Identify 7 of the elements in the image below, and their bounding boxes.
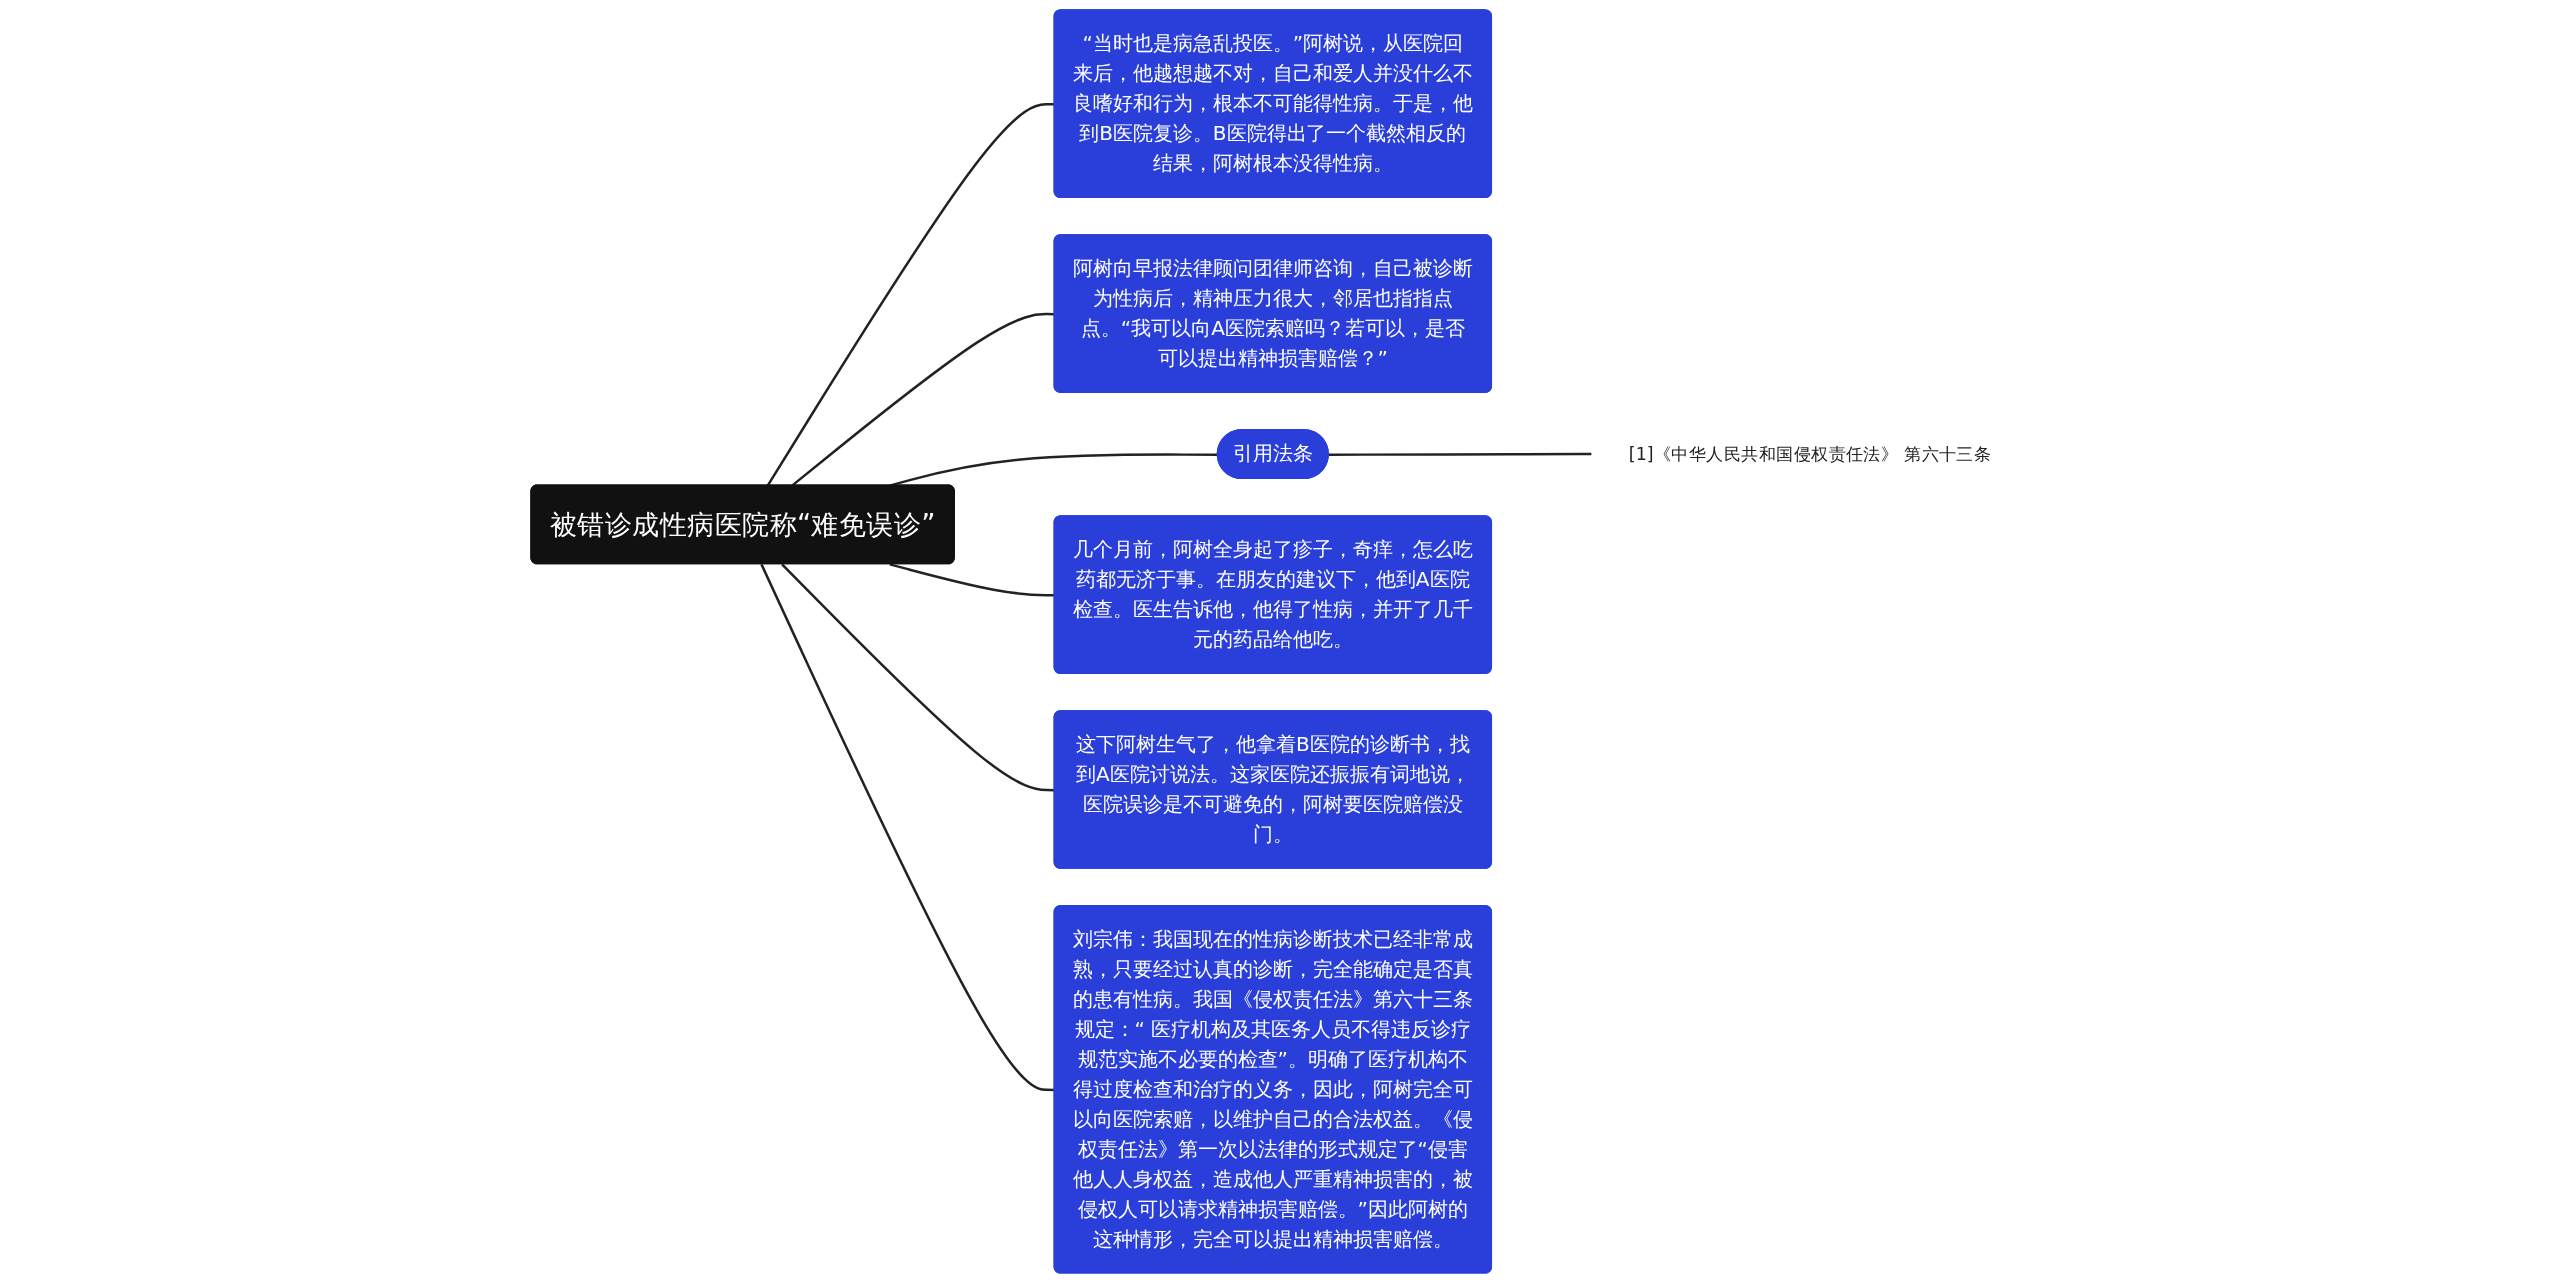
connector (760, 563, 1055, 1092)
connector (766, 102, 1055, 487)
node-text: [1]《中华人民共和国侵权责任法》 第六十三条 (1628, 443, 1992, 464)
connector (889, 563, 1055, 597)
connector (781, 563, 1055, 792)
connector (791, 312, 1055, 487)
connector (1328, 452, 1592, 456)
